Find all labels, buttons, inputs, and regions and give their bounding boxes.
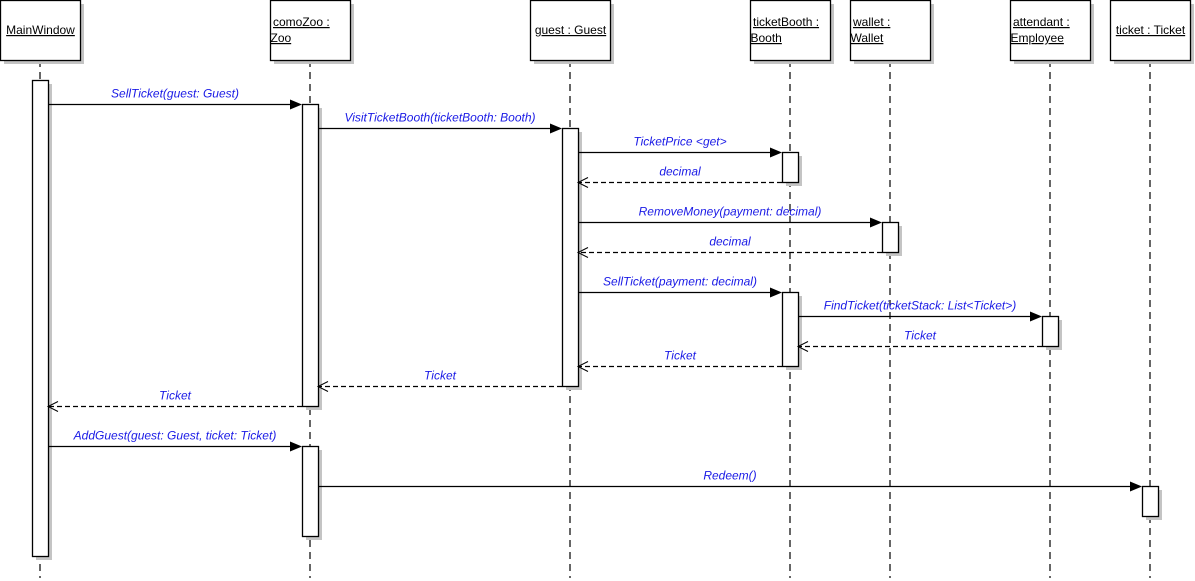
header-box (269, 0, 352, 62)
lifelines-layer (39, 60, 1151, 578)
return-message-9[interactable]: Ticket (796, 329, 1042, 352)
lifeline-name-line-2: Booth (751, 31, 782, 45)
lifeline-name: ticket : Ticket (1116, 23, 1186, 37)
sync-message-14[interactable]: Redeem() (318, 469, 1142, 492)
lifeline-header-ticketbooth[interactable]: ticketBooth : Booth (749, 0, 835, 65)
header-box (1109, 0, 1192, 62)
activation-box (561, 127, 580, 388)
message-label: SellTicket(guest: Guest) (111, 87, 239, 101)
message-label: RemoveMoney(payment: decimal) (639, 205, 822, 219)
filled-arrowhead-icon (770, 287, 782, 298)
filled-arrowhead-icon (550, 123, 562, 134)
sync-message-3[interactable]: TicketPrice <get> (578, 135, 782, 158)
activation-bar-mainwindow (31, 79, 52, 560)
return-message-11[interactable]: Ticket (316, 369, 562, 392)
header-box (849, 0, 932, 62)
lifeline-name-line-2: Employee (1011, 31, 1065, 45)
message-label: Ticket (424, 369, 457, 383)
header-box (529, 0, 612, 62)
return-message-12[interactable]: Ticket (46, 389, 302, 412)
message-label: decimal (709, 235, 751, 249)
open-arrowhead-icon (796, 341, 809, 352)
lifeline-header-comozoo[interactable]: comoZoo : Zoo (269, 0, 355, 65)
message-label: SellTicket(payment: decimal) (603, 275, 757, 289)
message-label: FindTicket(ticketStack: List<Ticket>) (824, 299, 1017, 313)
sync-message-8[interactable]: FindTicket(ticketStack: List<Ticket>) (798, 299, 1042, 322)
sync-message-1[interactable]: SellTicket(guest: Guest) (48, 87, 302, 110)
open-arrowhead-icon (46, 401, 59, 412)
header-box (1009, 0, 1092, 62)
lifeline-name: MainWindow (6, 23, 75, 37)
activation-bar-ticket (1141, 485, 1162, 520)
filled-arrowhead-icon (870, 217, 882, 228)
lifeline-header-mainwindow[interactable]: MainWindow (0, 0, 85, 65)
activation-box (781, 151, 800, 184)
lifeline-name-line-2: Wallet (851, 31, 885, 45)
lifeline-header-guest[interactable]: guest : Guest (529, 0, 615, 65)
sync-message-13[interactable]: AddGuest(guest: Guest, ticket: Ticket) (48, 429, 302, 452)
open-arrowhead-icon (576, 177, 589, 188)
activation-bar-ticketbooth (781, 151, 802, 186)
lifeline-name-line-1: ticketBooth : (753, 15, 819, 29)
sync-message-2[interactable]: VisitTicketBooth(ticketBooth: Booth) (318, 111, 562, 134)
activation-box (301, 103, 320, 408)
filled-arrowhead-icon (770, 147, 782, 158)
messages-layer: SellTicket(guest: Guest) VisitTicketBooth… (46, 87, 1142, 492)
activation-box (1141, 485, 1160, 518)
activation-box (881, 221, 900, 254)
lifeline-name-line-1: wallet : (852, 15, 890, 29)
open-arrowhead-icon (316, 381, 329, 392)
open-arrowhead-icon (576, 361, 589, 372)
activation-bar-wallet (881, 221, 902, 256)
return-message-10[interactable]: Ticket (576, 349, 782, 372)
activation-box (301, 445, 320, 538)
return-message-4[interactable]: decimal (576, 165, 782, 188)
sync-message-5[interactable]: RemoveMoney(payment: decimal) (578, 205, 882, 228)
filled-arrowhead-icon (290, 441, 302, 452)
lifeline-header-ticket[interactable]: ticket : Ticket (1109, 0, 1195, 65)
activation-box (781, 291, 800, 368)
header-box (749, 0, 832, 62)
filled-arrowhead-icon (290, 99, 302, 110)
lifeline-name-line-1: attendant : (1013, 15, 1070, 29)
message-label: VisitTicketBooth(ticketBooth: Booth) (344, 111, 535, 125)
lifeline-name-line-1: comoZoo : (273, 15, 330, 29)
activation-box (31, 79, 50, 558)
message-label: TicketPrice <get> (633, 135, 726, 149)
filled-arrowhead-icon (1030, 311, 1042, 322)
lifeline-header-wallet[interactable]: wallet : Wallet (849, 0, 935, 65)
message-label: Ticket (159, 389, 192, 403)
return-message-6[interactable]: decimal (576, 235, 882, 258)
lifeline-header-attendant[interactable]: attendant : Employee (1009, 0, 1095, 65)
activation-bar-comozoo (301, 103, 322, 410)
activation-bar-comozoo (301, 445, 322, 540)
lifeline-name: guest : Guest (535, 23, 607, 37)
message-label: AddGuest(guest: Guest, ticket: Ticket) (73, 429, 277, 443)
header-box (0, 0, 82, 62)
lifeline-headers-layer: MainWindow comoZoo : Zoo guest : Guest ticke… (0, 0, 1195, 65)
message-label: decimal (659, 165, 701, 179)
lifeline-name-line-2: Zoo (271, 31, 292, 45)
message-label: Ticket (664, 349, 697, 363)
message-label: Ticket (904, 329, 937, 343)
activation-bar-guest (561, 127, 582, 390)
sync-message-7[interactable]: SellTicket(payment: decimal) (578, 275, 782, 298)
message-label: Redeem() (703, 469, 756, 483)
filled-arrowhead-icon (1130, 481, 1142, 492)
activation-box (1041, 315, 1060, 348)
open-arrowhead-icon (576, 247, 589, 258)
activation-bar-ticketbooth (781, 291, 802, 370)
activations-layer (31, 79, 1162, 560)
activation-bar-attendant (1041, 315, 1062, 350)
